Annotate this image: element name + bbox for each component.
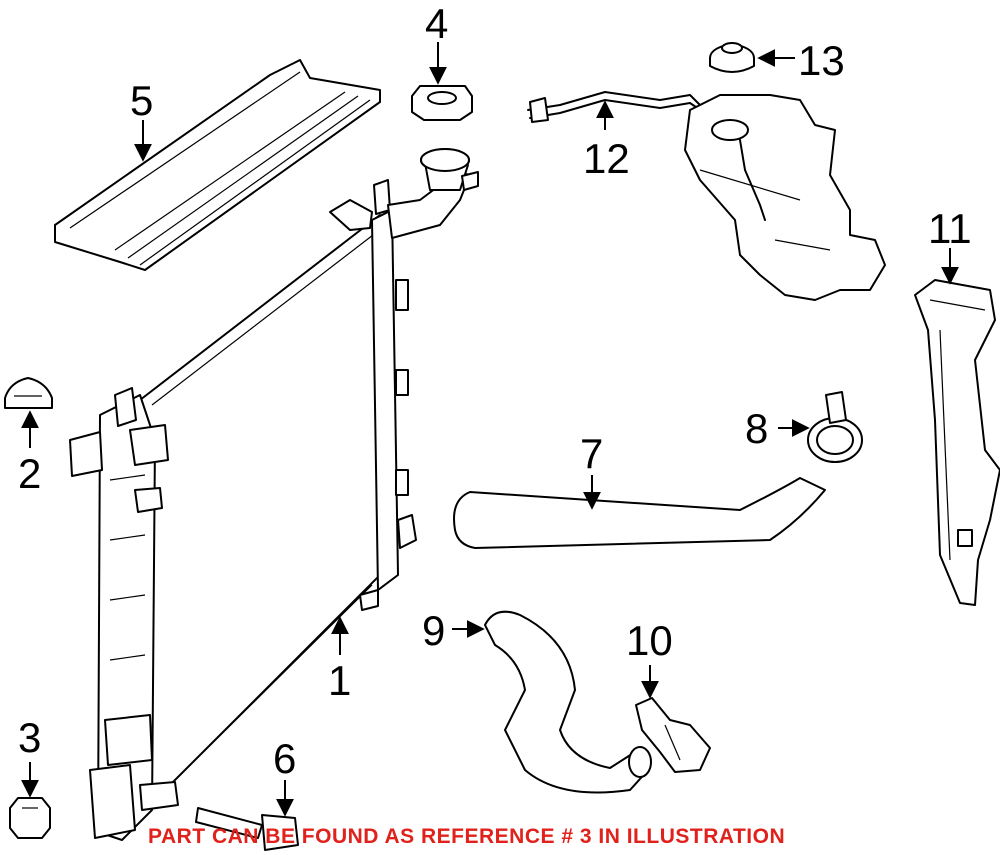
callout-2: 2	[18, 450, 41, 497]
callout-4: 4	[425, 0, 448, 47]
insulator-part	[9, 797, 51, 839]
lower-hose-part	[484, 610, 652, 794]
coolant-reservoir-part	[527, 91, 886, 301]
radiator-cap-part	[411, 85, 473, 121]
callout-8: 8	[745, 405, 768, 452]
air-baffle-part	[54, 59, 381, 271]
hose-clamp-part	[807, 391, 863, 463]
reservoir-cap-part	[709, 42, 755, 73]
upper-hose-part	[453, 477, 826, 549]
callout-arrows	[21, 42, 959, 817]
callout-3: 3	[18, 714, 41, 761]
filler-neck-part	[387, 148, 479, 239]
callout-13: 13	[798, 37, 845, 84]
callout-labels: 1 2 3 4 5 6 7 8 9 10 11 12 13	[18, 0, 972, 782]
callout-12: 12	[583, 135, 630, 182]
callout-1: 1	[328, 657, 351, 704]
radiator-part	[69, 179, 417, 841]
callout-6: 6	[273, 735, 296, 782]
clip-part	[4, 377, 53, 409]
callout-9: 9	[422, 607, 445, 654]
reference-note: PART CAN BE FOUND AS REFERENCE # 3 IN IL…	[148, 825, 785, 848]
callout-10: 10	[626, 617, 673, 664]
side-deflector-part	[914, 279, 1000, 606]
callout-11: 11	[928, 205, 972, 252]
bolt-part	[195, 807, 299, 851]
callout-5: 5	[130, 77, 153, 124]
callout-7: 7	[580, 430, 603, 477]
spring-clamp-part	[635, 697, 711, 773]
